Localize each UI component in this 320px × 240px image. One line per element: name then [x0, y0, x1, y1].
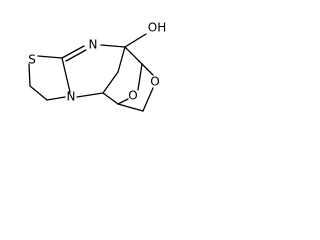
- bond-ch-bottom-ch: [102, 92, 119, 105]
- bond-o-right-ch2: [142, 87, 154, 112]
- bond-cq-ch-right: [124, 46, 143, 65]
- bond-ch2-ch-bottom: [117, 103, 144, 112]
- bond-cq-oh: [124, 33, 147, 48]
- sulfur-atom-label: S: [28, 53, 36, 67]
- bond-ch2-n: [46, 96, 66, 101]
- bond-ch-right-o-inner: [137, 63, 143, 91]
- imine-nitrogen-atom-label: N: [89, 38, 98, 52]
- bond-ch2-ch2: [29, 85, 48, 101]
- bond-n-c2: [61, 57, 71, 93]
- bond-ch2-ch: [102, 71, 119, 94]
- ether-oxygen-inner-label: O: [128, 89, 137, 103]
- bond-ch-right-o-right: [141, 63, 154, 76]
- chemical-structure-diagram: S N OH N O O: [28, 21, 166, 112]
- bond-o-inner-ch-bottom: [117, 98, 129, 105]
- ring-nitrogen-atom-label: N: [67, 90, 76, 104]
- bond-n-ch: [76, 92, 104, 98]
- ether-oxygen-right-label: O: [150, 75, 159, 89]
- bond-n-imine-cq: [100, 44, 126, 48]
- bond-c2-n-imine: [61, 45, 85, 59]
- hydroxyl-group-label: OH: [148, 21, 166, 35]
- bond-c2-n-imine-second: [65, 49, 87, 62]
- bond-cq-ch2: [117, 46, 126, 73]
- bond-s-ch2: [28, 63, 31, 87]
- bond-c2-s: [37, 55, 63, 59]
